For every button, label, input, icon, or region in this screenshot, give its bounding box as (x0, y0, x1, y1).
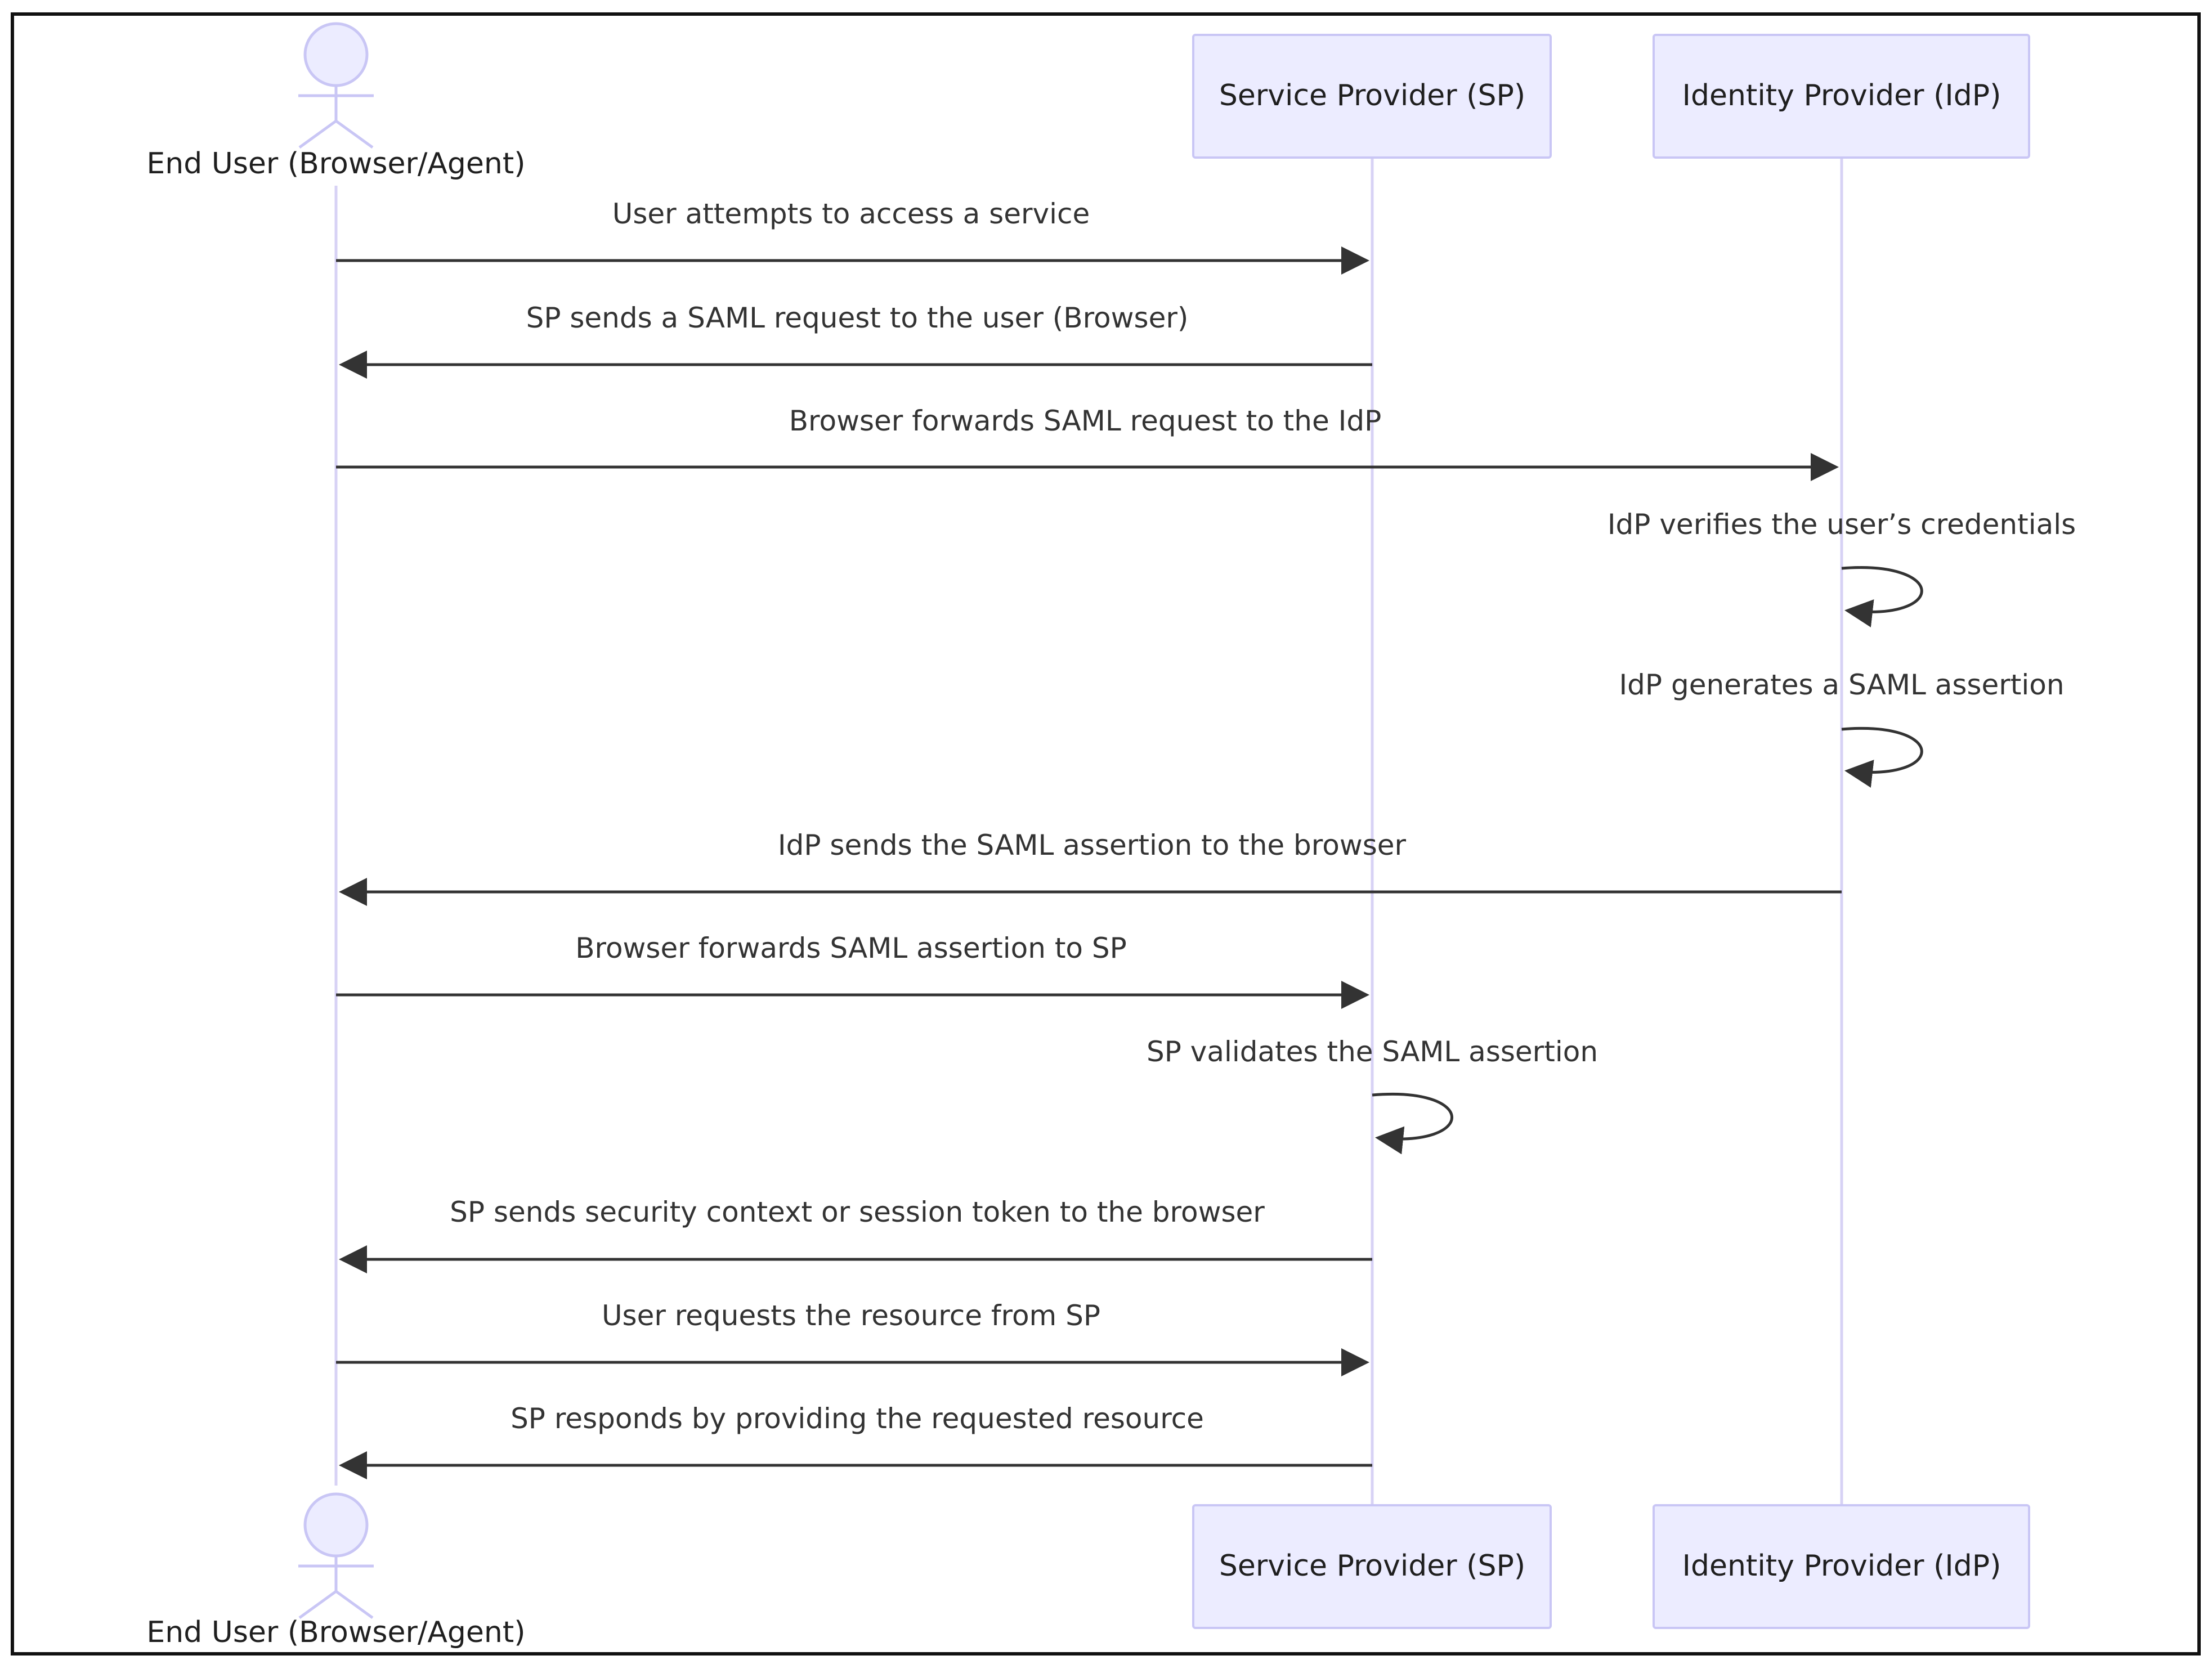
actor-end-user-top: End User (Browser/Agent) (146, 22, 526, 181)
message-label: Browser forwards SAML assertion to SP (575, 932, 1127, 964)
message-label: SP responds by providing the requested r… (511, 1402, 1204, 1435)
actor-right-leg (335, 119, 374, 149)
message-label: SP validates the SAML assertion (1147, 1035, 1598, 1068)
message-3: Browser forwards SAML request to the IdP (336, 405, 1839, 481)
message-label: SP sends a SAML request to the user (Bro… (526, 302, 1189, 334)
self-loop-arrow (1841, 727, 1923, 788)
message-label: IdP sends the SAML assertion to the brow… (778, 829, 1407, 862)
message-10: User requests the resource from SP (336, 1299, 1369, 1376)
participant-label: Identity Provider (IdP) (1682, 1549, 2001, 1583)
actor-label-top: End User (Browser/Agent) (146, 147, 525, 181)
message-7: Browser forwards SAML assertion to SP (336, 932, 1369, 1009)
message-11: SP responds by providing the requested r… (339, 1402, 1372, 1479)
participant-box (1653, 1504, 2030, 1629)
participant-label: Identity Provider (IdP) (1682, 79, 2001, 113)
participant-idp-bottom: Identity Provider (IdP) (1653, 1504, 2030, 1629)
message-5-self: IdP generates a SAML assertion (1619, 669, 2065, 788)
message-9: SP sends security context or session tok… (339, 1196, 1372, 1273)
participant-label: Service Provider (SP) (1219, 1549, 1525, 1583)
self-loop-arrow (1841, 566, 1923, 627)
message-8-self: SP validates the SAML assertion (1147, 1035, 1598, 1155)
participant-label: Service Provider (SP) (1219, 79, 1525, 113)
actor-right-leg (335, 1590, 374, 1619)
message-label: IdP generates a SAML assertion (1619, 669, 2064, 701)
message-2: SP sends a SAML request to the user (Bro… (339, 302, 1372, 379)
participant-idp-top: Identity Provider (IdP) (1653, 34, 2030, 159)
diagram-frame (11, 12, 2201, 1655)
message-4-self: IdP verifies the user’s credentials (1607, 508, 2076, 627)
self-loop-arrow (1372, 1093, 1453, 1155)
participant-box (1653, 34, 2030, 159)
message-1: User attempts to access a service (336, 198, 1369, 275)
actor-end-user-bottom: End User (Browser/Agent) (146, 1492, 526, 1649)
actor-left-leg (298, 1590, 337, 1619)
actor-head-icon (303, 1492, 369, 1558)
actor-label-bottom: End User (Browser/Agent) (146, 1616, 525, 1649)
participant-sp-bottom: Service Provider (SP) (1192, 1504, 1552, 1629)
actor-left-leg (298, 119, 337, 149)
actor-head-icon (303, 22, 369, 87)
participant-box (1192, 34, 1552, 159)
message-label: SP sends security context or session tok… (450, 1196, 1265, 1228)
message-label: User requests the resource from SP (602, 1299, 1100, 1332)
participant-box (1192, 1504, 1552, 1629)
message-label: IdP verifies the user’s credentials (1607, 508, 2076, 541)
message-label: User attempts to access a service (612, 198, 1090, 230)
message-6: IdP sends the SAML assertion to the brow… (339, 829, 1842, 906)
message-label: Browser forwards SAML request to the IdP (789, 405, 1382, 437)
participant-sp-top: Service Provider (SP) (1192, 34, 1552, 159)
